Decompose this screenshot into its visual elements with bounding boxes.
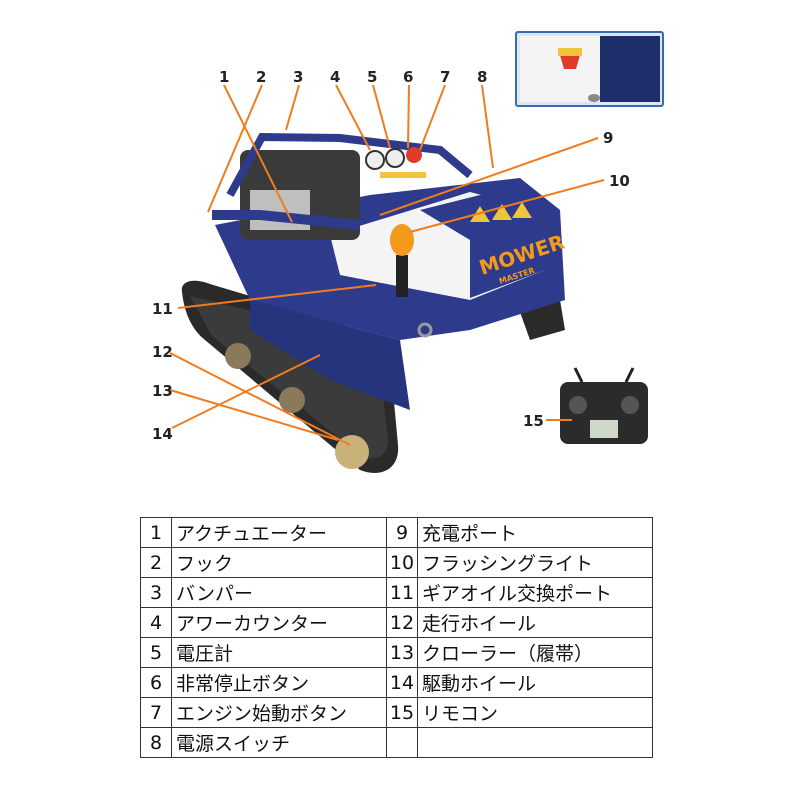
part-number <box>386 727 418 758</box>
part-number: 15 <box>386 697 418 728</box>
part-number: 10 <box>386 547 418 578</box>
part-number: 3 <box>140 577 172 608</box>
table-row: 1 アクチュエーター 9 充電ポート <box>140 517 653 548</box>
callout-numbers: 1 2 3 4 5 6 7 8 9 10 11 12 13 14 15 <box>152 68 630 443</box>
callout-10: 10 <box>609 172 630 190</box>
callout-3: 3 <box>293 68 303 86</box>
callout-13: 13 <box>152 382 173 400</box>
callout-12: 12 <box>152 343 173 361</box>
callout-6: 6 <box>403 68 413 86</box>
table-row: 8 電源スイッチ <box>140 727 653 758</box>
part-number: 11 <box>386 577 418 608</box>
parts-table: 1 アクチュエーター 9 充電ポート 2 フック 10 フラッシングライト 3 … <box>140 517 653 758</box>
callout-1: 1 <box>219 68 229 86</box>
part-number: 6 <box>140 667 172 698</box>
part-name: エンジン始動ボタン <box>171 697 387 728</box>
table-row: 6 非常停止ボタン 14 駆動ホイール <box>140 667 653 698</box>
callout-9: 9 <box>603 129 613 147</box>
callout-11: 11 <box>152 300 173 318</box>
part-name: 電圧計 <box>171 637 387 668</box>
callout-8: 8 <box>477 68 487 86</box>
part-name: バンパー <box>171 577 387 608</box>
part-name: 充電ポート <box>417 517 653 548</box>
part-name: アクチュエーター <box>171 517 387 548</box>
part-name: アワーカウンター <box>171 607 387 638</box>
part-name: 駆動ホイール <box>417 667 653 698</box>
part-name: ギアオイル交換ポート <box>417 577 653 608</box>
table-row: 4 アワーカウンター 12 走行ホイール <box>140 607 653 638</box>
part-number: 14 <box>386 667 418 698</box>
part-name: フラッシングライト <box>417 547 653 578</box>
leader-lines <box>169 84 605 446</box>
part-number: 4 <box>140 607 172 638</box>
callout-14: 14 <box>152 425 173 443</box>
part-name: 電源スイッチ <box>171 727 387 758</box>
part-number: 8 <box>140 727 172 758</box>
part-number: 2 <box>140 547 172 578</box>
parts-table-body: 1 アクチュエーター 9 充電ポート 2 フック 10 フラッシングライト 3 … <box>140 517 653 758</box>
part-number: 7 <box>140 697 172 728</box>
table-row: 7 エンジン始動ボタン 15 リモコン <box>140 697 653 728</box>
part-name: リモコン <box>417 697 653 728</box>
part-name <box>417 727 653 758</box>
part-number: 13 <box>386 637 418 668</box>
part-name: フック <box>171 547 387 578</box>
callout-2: 2 <box>256 68 266 86</box>
part-number: 9 <box>386 517 418 548</box>
mower-illustration: MOWER MASTER <box>181 132 567 473</box>
callout-4: 4 <box>330 68 340 86</box>
part-number: 5 <box>140 637 172 668</box>
remote-controller-illustration <box>560 367 648 444</box>
table-row: 2 フック 10 フラッシングライト <box>140 547 653 578</box>
product-diagram: MOWER MASTER 1 2 3 4 5 6 <box>152 31 664 473</box>
part-name: 非常停止ボタン <box>171 667 387 698</box>
callout-5: 5 <box>367 68 377 86</box>
table-row: 3 バンパー 11 ギアオイル交換ポート <box>140 577 653 608</box>
table-row: 5 電圧計 13 クローラー（履帯） <box>140 637 653 668</box>
inset-switch-photo <box>515 31 664 107</box>
part-name: クローラー（履帯） <box>417 637 653 668</box>
part-number: 1 <box>140 517 172 548</box>
part-number: 12 <box>386 607 418 638</box>
part-name: 走行ホイール <box>417 607 653 638</box>
callout-7: 7 <box>440 68 450 86</box>
callout-15: 15 <box>523 412 544 430</box>
